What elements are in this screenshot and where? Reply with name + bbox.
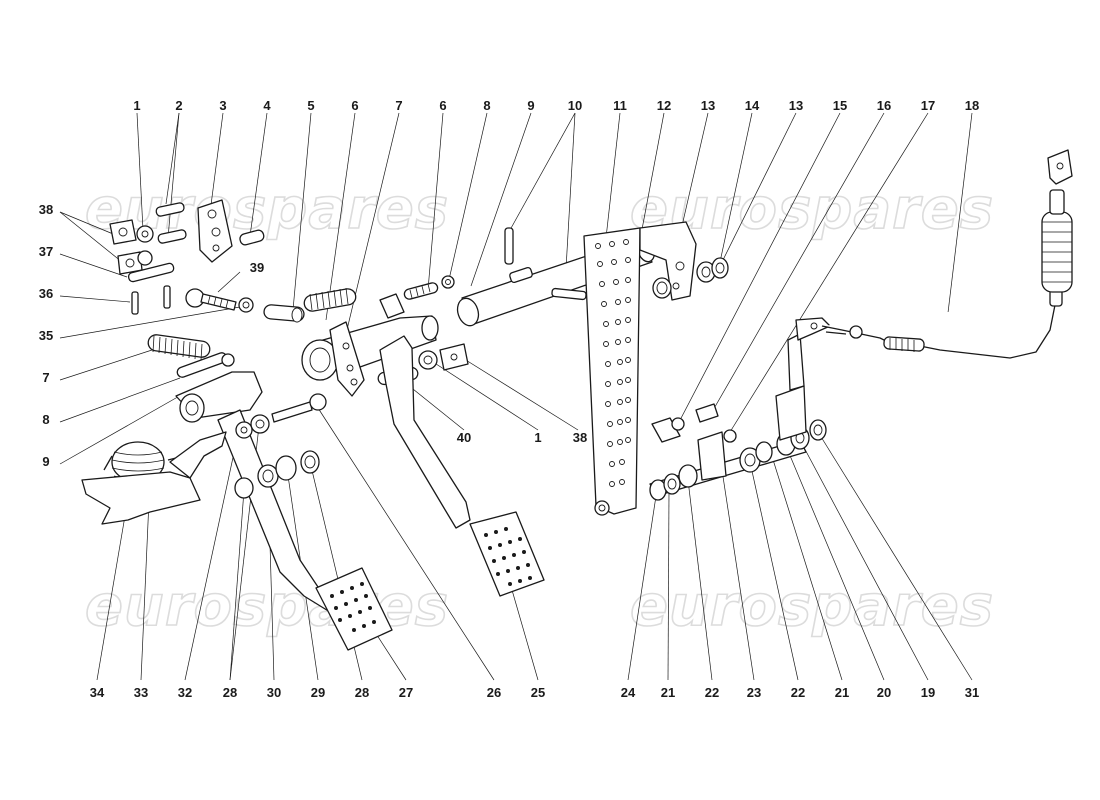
callout-20: 20: [877, 685, 891, 700]
callout-22b: 22: [791, 685, 805, 700]
callout-9: 9: [527, 98, 534, 113]
callout-23: 23: [747, 685, 761, 700]
plate-38: [109, 219, 143, 275]
bushings-28-30-29: [234, 414, 320, 499]
callout-36: 36: [39, 286, 53, 301]
callout-35: 35: [39, 328, 53, 343]
pedal-27: [175, 371, 393, 651]
callout-7: 7: [395, 98, 402, 113]
callout-6b: 6: [439, 98, 446, 113]
leader-lines: [59, 112, 973, 681]
callout-8-left: 8: [42, 412, 49, 427]
callout-21: 21: [661, 685, 675, 700]
callout-17: 17: [921, 98, 935, 113]
callout-30: 30: [267, 685, 281, 700]
callout-15: 15: [833, 98, 847, 113]
callout-32: 32: [178, 685, 192, 700]
center-housing: [301, 293, 439, 397]
callout-28: 28: [223, 685, 237, 700]
callout-24: 24: [621, 685, 636, 700]
callout-14: 14: [745, 98, 760, 113]
pin-2: [155, 202, 187, 244]
nut-35: [238, 297, 254, 313]
spring-7-upper: [303, 287, 357, 312]
callout-27: 27: [399, 685, 413, 700]
callout-4: 4: [263, 98, 271, 113]
callout-5: 5: [307, 98, 314, 113]
spring-8-upper: [403, 282, 439, 300]
callout-25: 25: [531, 685, 545, 700]
callouts-mid: 39 40 1 38: [250, 260, 587, 445]
callout-1: 1: [133, 98, 140, 113]
watermarks: eurospares eurospares eurospares eurospa…: [84, 176, 994, 640]
bracket-34: [81, 431, 227, 525]
lever-arm-17: [775, 317, 831, 441]
callout-3: 3: [219, 98, 226, 113]
washer-9-upper: [441, 275, 455, 289]
pins-36: [131, 285, 171, 315]
spring-8-lower: [176, 352, 235, 378]
pedal-25: [379, 335, 545, 597]
callouts-bottom: 34 33 32 28 30 29 28 27 26 25 24 21 22 2…: [90, 685, 979, 700]
callout-1-mid: 1: [534, 430, 541, 445]
callout-11: 11: [613, 98, 627, 113]
callout-7-left: 7: [42, 370, 49, 385]
callout-12: 12: [657, 98, 671, 113]
callouts-top: 1 2 3 4 5 6 7 6 8 9 10 11 12 13 14 13 15…: [133, 98, 979, 113]
callout-31: 31: [965, 685, 979, 700]
parts: [81, 149, 1073, 651]
pedal-11-holes: [595, 239, 631, 487]
callout-33: 33: [134, 685, 148, 700]
callout-8: 8: [483, 98, 490, 113]
plate-38-mid: [439, 343, 469, 371]
callout-13: 13: [701, 98, 715, 113]
callout-39: 39: [250, 260, 264, 275]
spring-7-lower: [147, 334, 211, 361]
pin-4: [239, 229, 265, 246]
callout-9-left: 9: [42, 454, 49, 469]
callout-19: 19: [921, 685, 935, 700]
callout-6: 6: [351, 98, 358, 113]
bolt-26: [271, 393, 327, 423]
pin-37: [127, 262, 175, 283]
callout-37: 37: [39, 244, 53, 259]
watermark-bottom-left: eurospares: [85, 574, 449, 639]
callout-22: 22: [705, 685, 719, 700]
callout-2: 2: [175, 98, 182, 113]
callout-40: 40: [457, 430, 471, 445]
callout-28b: 28: [355, 685, 369, 700]
sleeve-5: [263, 304, 305, 323]
callout-16: 16: [877, 98, 891, 113]
callouts-left: 38 37 36 35 7 8 9: [39, 202, 53, 469]
bracket-3: [197, 199, 233, 263]
callout-34: 34: [90, 685, 105, 700]
callout-38: 38: [39, 202, 53, 217]
cable-18: [821, 149, 1073, 359]
washer-1-mid: [418, 350, 438, 370]
callout-13b: 13: [789, 98, 803, 113]
bolt-39: [185, 288, 237, 311]
bushing-1: [136, 225, 154, 266]
callout-18: 18: [965, 98, 979, 113]
linkage-bushings: [649, 419, 827, 501]
callout-29: 29: [311, 685, 325, 700]
watermark-bottom-right: eurospares: [630, 574, 994, 639]
callout-26: 26: [487, 685, 501, 700]
callout-10: 10: [568, 98, 582, 113]
pedal-11: [583, 221, 697, 516]
bushings-13-14: [652, 257, 729, 299]
callout-21b: 21: [835, 685, 849, 700]
callout-38-mid: 38: [573, 430, 587, 445]
